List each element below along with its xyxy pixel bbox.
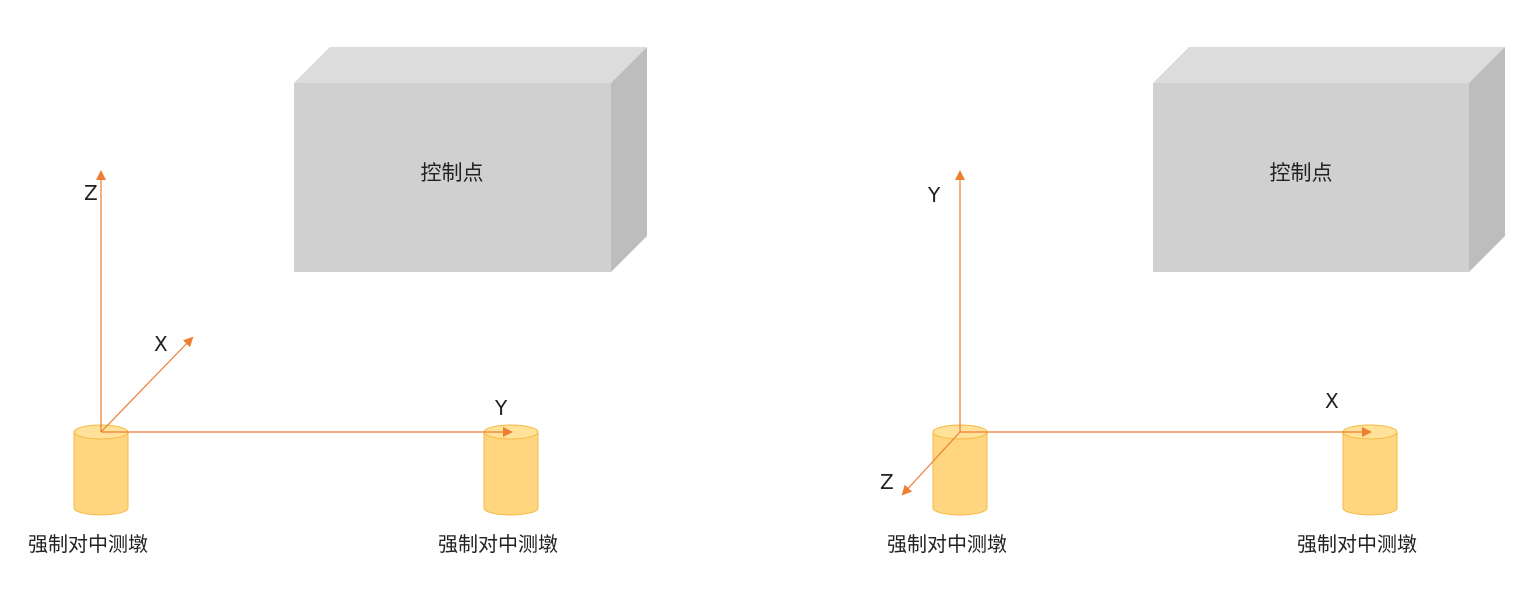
pier-cylinder (1342, 424, 1398, 516)
pier-label: 强制对中测墩 (887, 532, 1007, 556)
box-side-face (1469, 47, 1505, 272)
box-side-face (611, 47, 647, 272)
diagonal-axis-arrow (901, 431, 961, 496)
horizontal-axis-label: X (1325, 389, 1339, 413)
control-point-box: 控制点 (294, 47, 647, 272)
diagonal-axis-label: Z (880, 470, 894, 494)
right-panel: 控制点 Y Z X 强制对中测墩 强制对中测墩 (880, 47, 1505, 556)
pier-cylinder (483, 424, 539, 516)
pier-label: 强制对中测墩 (438, 532, 558, 556)
pier-cylinder (73, 424, 129, 516)
vertical-axis-label: Y (927, 183, 941, 207)
pier-body (932, 432, 988, 516)
box-top-face (1153, 47, 1505, 83)
control-point-label: 控制点 (1270, 161, 1333, 185)
left-panel: 控制点 Z X Y 强制对中测墩 强制对中测墩 (28, 47, 647, 556)
vertical-axis-label: Z (84, 181, 98, 205)
control-point-box: 控制点 (1153, 47, 1505, 272)
pier-body (73, 432, 129, 516)
pier-label: 强制对中测墩 (1297, 532, 1417, 556)
pier-cylinder (932, 424, 988, 516)
horizontal-axis-label: Y (494, 396, 508, 420)
box-front-face (1153, 83, 1469, 272)
diagonal-axis-arrow (100, 336, 194, 433)
pier-label: 强制对中测墩 (28, 532, 148, 556)
diagonal-axis-label: X (154, 332, 168, 356)
box-front-face (294, 83, 611, 272)
pier-body (483, 432, 539, 516)
control-point-label: 控制点 (421, 161, 484, 185)
box-top-face (294, 47, 647, 83)
pier-body (1342, 432, 1398, 516)
